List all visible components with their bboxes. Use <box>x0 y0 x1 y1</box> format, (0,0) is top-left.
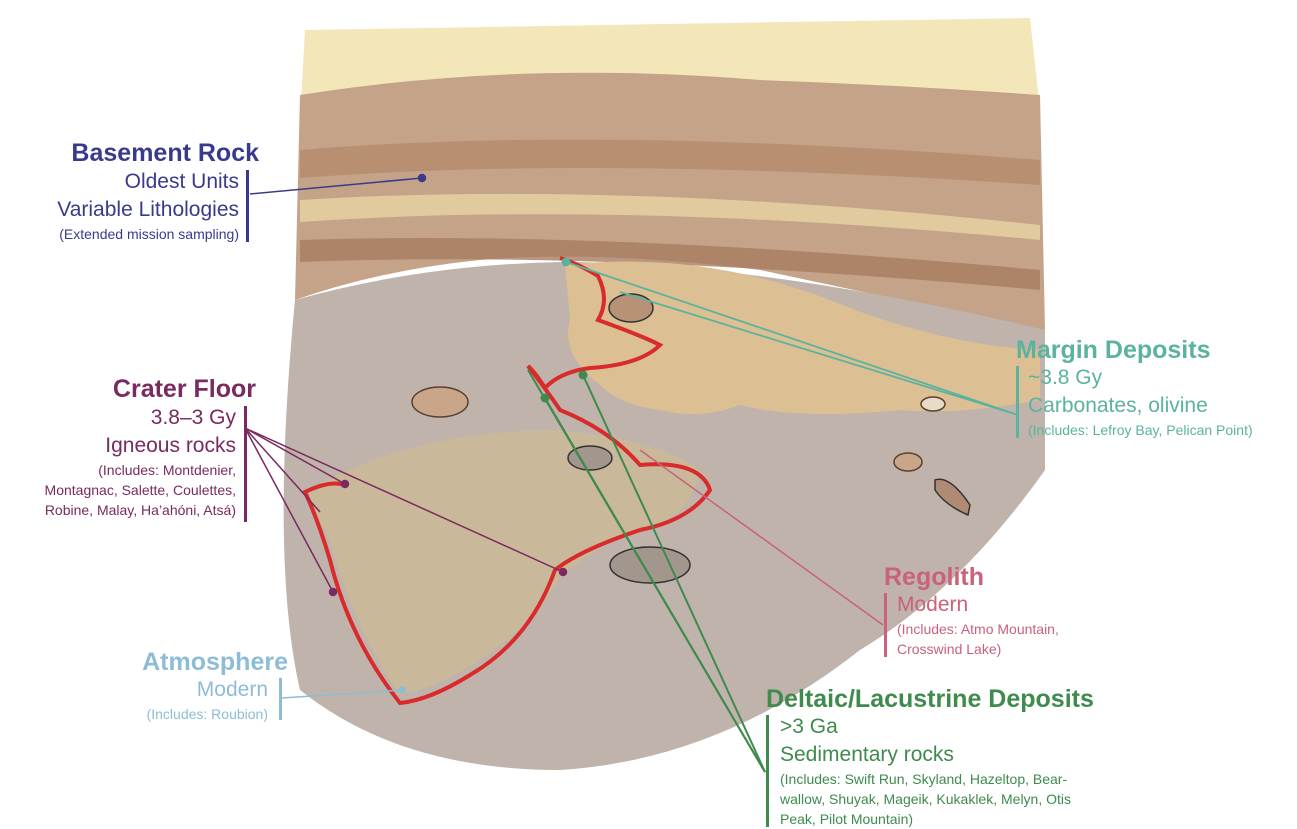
margin-line2: Carbonates, olivine <box>1028 392 1293 420</box>
deltaic-bracket <box>766 715 769 827</box>
basement-line2: Variable Lithologies <box>20 196 239 224</box>
basement-bracket <box>246 170 249 242</box>
crater-note3: Robine, Malay, Ha’ahóni, Atsá) <box>0 500 236 520</box>
crater <box>609 294 653 322</box>
deltaic-title: Deltaic/Lacustrine Deposits <box>766 684 1146 714</box>
deltaic-note3: Peak, Pilot Mountain) <box>780 809 1160 829</box>
basement-details: Oldest Units Variable Lithologies (Exten… <box>20 168 239 244</box>
regolith-details: Modern (Includes: Atmo Mountain, Crosswi… <box>897 591 1097 659</box>
crater-details: 3.8–3 Gy Igneous rocks (Includes: Montde… <box>0 404 236 520</box>
margin-line1: ~3.8 Gy <box>1028 364 1293 392</box>
margin-bracket <box>1016 366 1019 438</box>
deltaic-line1: >3 Ga <box>780 713 1160 741</box>
regolith-title: Regolith <box>884 562 1084 592</box>
deltaic-deposits-label: Deltaic/Lacustrine Deposits <box>766 684 1146 714</box>
regolith-note2: Crosswind Lake) <box>897 639 1097 659</box>
regolith-line1: Modern <box>897 591 1097 619</box>
basement-note: (Extended mission sampling) <box>20 224 239 244</box>
crater-note1: (Includes: Montdenier, <box>0 460 236 480</box>
atmosphere-bracket <box>279 678 282 720</box>
atmosphere-details: Modern (Includes: Roubion) <box>80 676 268 724</box>
regolith-note1: (Includes: Atmo Mountain, <box>897 619 1097 639</box>
atmosphere-note: (Includes: Roubion) <box>80 704 268 724</box>
deltaic-note2: wallow, Shuyak, Mageik, Kukaklek, Melyn,… <box>780 789 1160 809</box>
regolith-bracket <box>884 593 887 657</box>
crater-line2: Igneous rocks <box>0 432 236 460</box>
margin-deposits-label: Margin Deposits <box>1016 335 1286 365</box>
crater-floor-label: Crater Floor <box>20 374 256 404</box>
basement-title: Basement Rock <box>20 138 259 168</box>
margin-title: Margin Deposits <box>1016 335 1286 365</box>
basement-line1: Oldest Units <box>20 168 239 196</box>
deltaic-details: >3 Ga Sedimentary rocks (Includes: Swift… <box>780 713 1160 829</box>
deltaic-line2: Sedimentary rocks <box>780 741 1160 769</box>
atmosphere-label: Atmosphere <box>80 647 288 677</box>
regolith-label: Regolith <box>884 562 1084 592</box>
boulder <box>921 397 945 411</box>
crater-bracket <box>244 406 247 522</box>
crater-note2: Montagnac, Salette, Coulettes, <box>0 480 236 500</box>
boulder <box>412 387 468 417</box>
boulder <box>894 453 922 471</box>
margin-note: (Includes: Lefroy Bay, Pelican Point) <box>1028 420 1293 440</box>
atmosphere-title: Atmosphere <box>80 647 288 677</box>
deltaic-note1: (Includes: Swift Run, Skyland, Hazeltop,… <box>780 769 1160 789</box>
basement-rock-label: Basement Rock <box>20 138 259 168</box>
crater-line1: 3.8–3 Gy <box>0 404 236 432</box>
crater-title: Crater Floor <box>20 374 256 404</box>
margin-details: ~3.8 Gy Carbonates, olivine (Includes: L… <box>1028 364 1293 440</box>
atmosphere-line1: Modern <box>80 676 268 704</box>
